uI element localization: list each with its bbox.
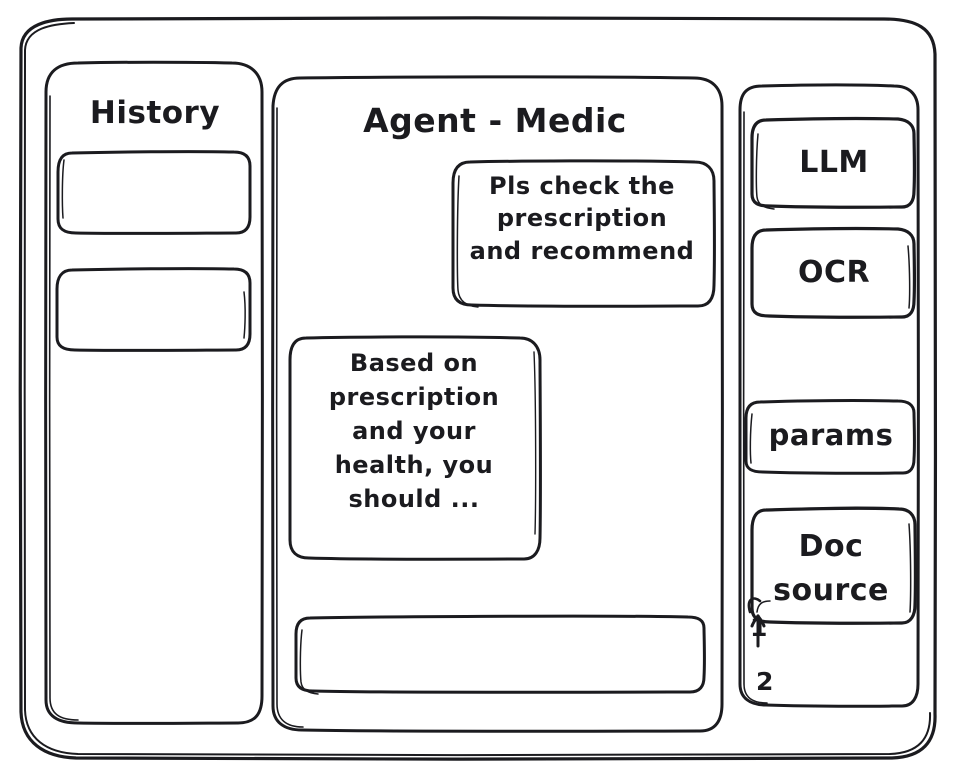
user-message-text: Pls check the prescription and recommend bbox=[469, 172, 695, 265]
ocr-button-label: OCR bbox=[797, 255, 871, 290]
llm-button-label: LLM bbox=[799, 145, 869, 180]
doc-source-item-2[interactable]: 2 bbox=[756, 667, 774, 696]
doc-source-button[interactable] bbox=[752, 508, 916, 624]
llm-button[interactable] bbox=[752, 118, 915, 208]
doc-source-button-label: Doc source bbox=[773, 529, 889, 608]
page-title: Agent - Medic bbox=[363, 101, 627, 140]
history-item-2[interactable] bbox=[57, 268, 251, 351]
message-input[interactable] bbox=[296, 616, 705, 694]
doc-source-item-1[interactable]: 1 bbox=[750, 613, 768, 642]
assistant-message-text: Based on prescription and your health, y… bbox=[328, 349, 500, 514]
history-panel-title: History bbox=[89, 95, 221, 131]
ocr-button[interactable] bbox=[752, 228, 915, 318]
params-button-label: params bbox=[768, 418, 894, 452]
assistant-message-bubble bbox=[290, 336, 541, 559]
user-message-bubble bbox=[453, 160, 715, 307]
params-button[interactable] bbox=[746, 400, 915, 474]
history-item-1[interactable] bbox=[57, 151, 251, 234]
